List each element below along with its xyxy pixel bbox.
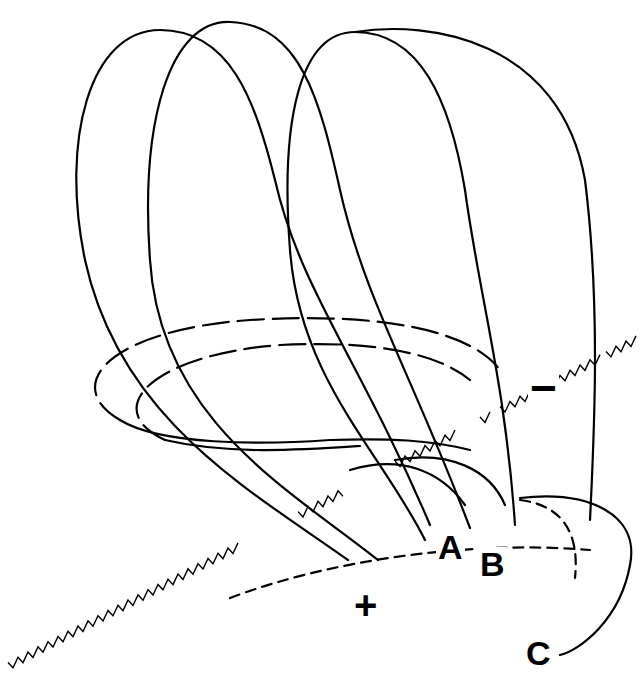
field-line	[355, 29, 595, 520]
neutral-line-segment	[480, 412, 490, 423]
field-line	[76, 30, 430, 560]
neutral-line-segment	[500, 355, 600, 412]
footpoint-label: C	[524, 636, 553, 670]
field-line	[288, 32, 515, 540]
footpoint-label: B	[478, 547, 507, 581]
polarity-sign: +	[352, 585, 379, 625]
field-line	[350, 464, 465, 505]
field-line	[395, 457, 505, 505]
field-line-hidden	[520, 500, 576, 578]
neutral-line-segment	[395, 430, 455, 467]
neutral-line	[8, 336, 636, 668]
field-line	[520, 497, 631, 655]
polarity-sign: −	[528, 365, 559, 411]
neutral-line-segment	[606, 336, 636, 357]
field-line-hidden	[230, 547, 590, 598]
footpoint-label: A	[436, 530, 465, 564]
rope-back	[137, 344, 470, 440]
neutral-line-segment	[8, 543, 238, 668]
neutral-line-segment	[298, 491, 343, 517]
field-line	[148, 22, 470, 560]
